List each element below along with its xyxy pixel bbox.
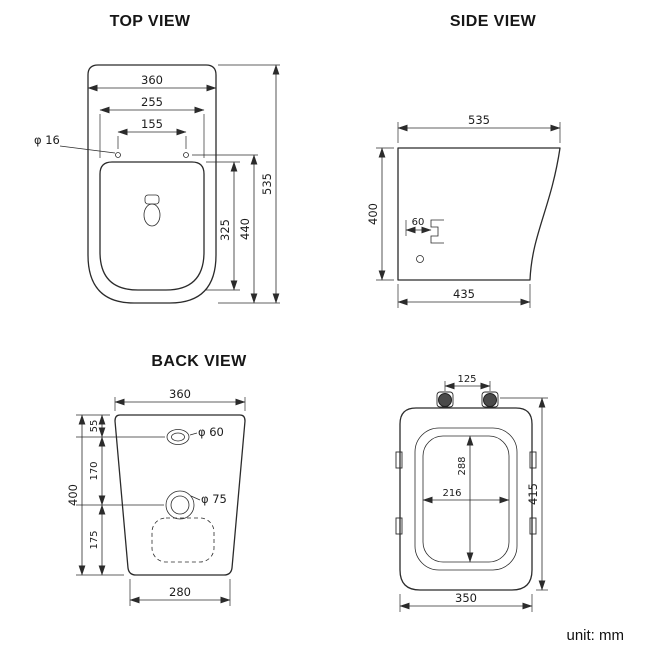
dim-side-bracket-offset: 60 — [405, 217, 432, 236]
unit-label: unit: mm — [566, 627, 624, 644]
dim-label: φ 16 — [34, 133, 60, 147]
dim-label: 216 — [442, 488, 461, 499]
dim-label: 360 — [141, 73, 163, 87]
hinge-cap-right — [483, 393, 497, 407]
dim-label: 170 — [89, 461, 100, 480]
seat-view-drawing: 125 216 288 415 350 — [395, 374, 548, 612]
back-extension-lines — [76, 414, 165, 576]
dim-seat-overall-length: 415 — [500, 397, 548, 591]
dim-label: 288 — [457, 456, 468, 475]
back-view-drawing: φ 60 φ 75 55 170 175 400 — [66, 387, 246, 606]
dim-back-overall-width: 360 — [114, 387, 246, 411]
dim-label: 55 — [89, 420, 100, 433]
dim-label: 155 — [141, 117, 163, 131]
hidden-base-outline — [151, 517, 215, 563]
dim-back-outlet-to-base: 175 — [89, 504, 106, 576]
outlet-hole-inner — [170, 495, 190, 515]
callout-outlet-diameter: φ 75 — [190, 492, 227, 506]
callout-inlet-diameter: φ 60 — [189, 425, 224, 439]
seat-opening — [99, 161, 205, 291]
dim-label: 175 — [89, 530, 100, 549]
dim-top-seat-width: 255 — [99, 95, 205, 158]
dim-label: 400 — [366, 203, 380, 225]
top-view-drawing: 360 255 155 φ 16 325 440 — [34, 64, 280, 304]
dim-side-base-depth: 435 — [397, 284, 531, 308]
top-view-title: TOP VIEW — [109, 13, 191, 30]
dim-seat-opening-length: 288 — [457, 435, 474, 563]
dim-label: 325 — [218, 219, 232, 241]
side-tab-left-upper — [395, 451, 403, 469]
side-view-drawing: 535 400 60 435 — [366, 113, 561, 308]
dim-label: 360 — [169, 387, 191, 401]
dim-back-height: 400 — [66, 414, 86, 576]
dim-label: φ 75 — [201, 492, 227, 506]
dim-label: 415 — [526, 483, 540, 505]
fixing-hole — [416, 255, 424, 263]
dim-label: 535 — [468, 113, 490, 127]
dim-label: 435 — [453, 287, 475, 301]
dim-side-height: 400 — [366, 147, 394, 281]
back-view-title: BACK VIEW — [151, 353, 247, 370]
seat-lid-outline — [395, 391, 537, 591]
dim-seat-opening-width: 216 — [422, 488, 510, 504]
dim-label: 125 — [457, 374, 476, 385]
seat-inner-ring — [414, 427, 518, 571]
side-view-title: SIDE VIEW — [449, 13, 537, 30]
side-tab-right-lower — [529, 517, 537, 535]
callout-hole-diameter: φ 16 — [34, 133, 116, 154]
dim-label: 400 — [66, 484, 80, 506]
water-inlet-hole-inner — [171, 432, 185, 442]
dim-top-overall-width: 360 — [87, 73, 217, 92]
dim-side-overall-depth: 535 — [397, 113, 561, 143]
water-inlet-hole — [166, 429, 190, 445]
dim-label: 350 — [455, 591, 477, 605]
outlet-hole — [165, 490, 195, 520]
dim-label: 280 — [169, 585, 191, 599]
dim-seat-hinge-spacing: 125 — [444, 374, 491, 391]
dim-back-inlet-offset: 55 — [89, 414, 106, 438]
dim-label: φ 60 — [198, 425, 224, 439]
dim-top-bowl-length: 325 — [206, 161, 240, 291]
dim-top-length-to-holes: 440 — [192, 154, 280, 304]
dim-label: 440 — [238, 218, 252, 240]
seat-hole-left — [115, 152, 121, 158]
dim-seat-overall-width: 350 — [399, 591, 533, 612]
toilet-side-outline — [397, 147, 561, 281]
dim-label: 60 — [412, 217, 425, 228]
seat-opening-ring — [422, 435, 510, 563]
toilet-top-outline — [87, 64, 217, 304]
mounting-bracket — [430, 219, 444, 244]
side-tab-right-upper — [529, 451, 537, 469]
dim-label: 255 — [141, 95, 163, 109]
flush-hole-lower — [143, 203, 161, 227]
seat-hole-right — [183, 152, 189, 158]
flush-hole-upper — [144, 194, 160, 205]
dim-top-overall-length: 535 — [218, 64, 280, 304]
toilet-back-outline — [114, 414, 246, 576]
dim-back-inlet-to-outlet: 170 — [89, 436, 106, 506]
dim-top-hole-spacing: 155 — [117, 117, 187, 149]
dim-back-base-width: 280 — [129, 579, 231, 606]
hinge-cap-left — [438, 393, 452, 407]
side-tab-left-lower — [395, 517, 403, 535]
dim-label: 535 — [260, 173, 274, 195]
